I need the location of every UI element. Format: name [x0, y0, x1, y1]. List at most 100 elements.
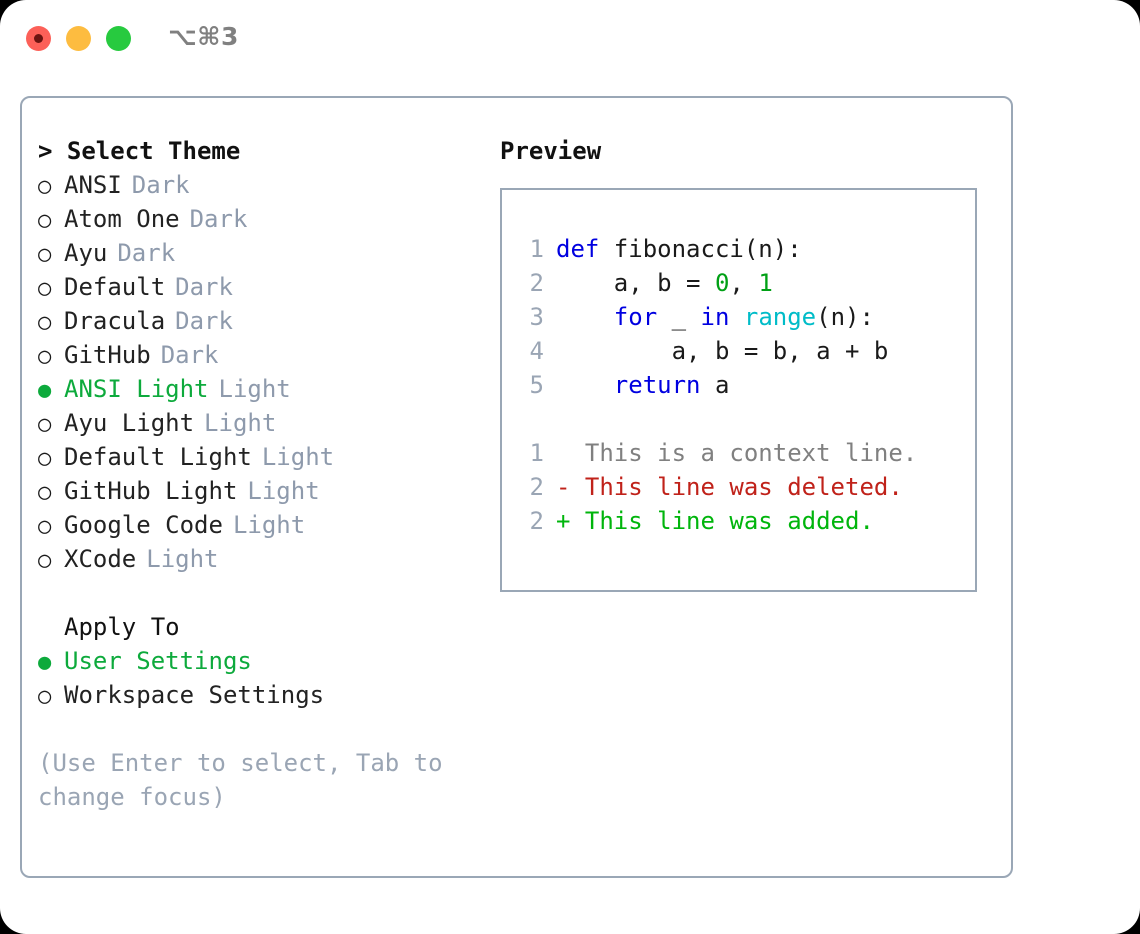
apply-option-user-settings[interactable]: ● User Settings	[38, 644, 478, 678]
radio-unselected-icon[interactable]: ○	[38, 684, 52, 709]
code-line: 5 return a	[518, 368, 917, 402]
apply-option-workspace-settings[interactable]: ○ Workspace Settings	[38, 678, 478, 712]
code-line: 3 for _ in range(n):	[518, 300, 917, 334]
keyboard-hint-text: (Use Enter to select, Tab to change focu…	[38, 749, 443, 811]
apply-option-name: User Settings	[64, 647, 252, 675]
theme-option-name: Ayu	[64, 239, 108, 267]
theme-selector-column: > Select Theme ○ANSI Dark○Atom One Dark○…	[38, 134, 478, 814]
diff-line: 2+ This line was added.	[518, 504, 917, 538]
theme-option-kind: Light	[146, 545, 219, 573]
code-token-plain: a	[700, 371, 730, 399]
theme-option-kind: Dark	[189, 205, 248, 233]
minimize-window-button[interactable]	[66, 26, 91, 51]
theme-option-name: Default	[64, 273, 166, 301]
radio-selected-icon[interactable]: ●	[38, 650, 52, 675]
theme-option-xcode[interactable]: ○XCode Light	[38, 542, 478, 576]
radio-unselected-icon[interactable]: ○	[38, 208, 52, 233]
close-window-button[interactable]	[26, 26, 51, 51]
theme-option-kind: Dark	[175, 307, 233, 335]
keyboard-shortcut-label: ⌥⌘3	[168, 22, 239, 51]
radio-selected-icon[interactable]: ●	[38, 378, 52, 403]
code-token-kw: in	[700, 303, 730, 331]
theme-option-github[interactable]: ○GitHub Dark	[38, 338, 478, 372]
theme-option-dracula[interactable]: ○Dracula Dark	[38, 304, 478, 338]
theme-option-ayu[interactable]: ○Ayu Dark	[38, 236, 478, 270]
radio-unselected-icon[interactable]: ○	[38, 446, 52, 471]
diff-line-text: This line was deleted.	[570, 473, 903, 501]
apply-to-list[interactable]: ● User Settings ○ Workspace Settings	[38, 644, 478, 712]
radio-unselected-icon[interactable]: ○	[38, 548, 52, 573]
spacer	[209, 372, 219, 406]
theme-option-name: Default Light	[64, 443, 252, 471]
preview-heading: Preview	[500, 137, 602, 165]
theme-option-kind: Dark	[175, 273, 233, 301]
code-token-plain: fibonacci(n):	[599, 235, 802, 263]
code-token-plain: ,	[729, 269, 759, 297]
spacer	[122, 168, 132, 202]
code-line: 4 a, b = b, a + b	[518, 334, 917, 368]
theme-option-default-light[interactable]: ○ Default Light Light	[38, 440, 478, 474]
code-line-number: 4	[529, 337, 544, 365]
radio-unselected-icon[interactable]: ○	[38, 276, 52, 301]
apply-option-name: Workspace Settings	[64, 681, 325, 709]
code-token-kw: def	[556, 235, 600, 263]
theme-option-kind: Light	[247, 477, 320, 505]
code-token-fn: range	[743, 303, 817, 331]
spacer	[107, 236, 117, 270]
code-token-plain: (n):	[816, 303, 874, 331]
spacer	[252, 440, 262, 474]
theme-option-default[interactable]: ○ Default Dark	[38, 270, 478, 304]
code-token-plain: a, b = b, a + b	[556, 337, 889, 365]
radio-unselected-icon[interactable]: ○	[38, 480, 52, 505]
code-token-num: 0	[714, 269, 730, 297]
code-blank-line	[518, 402, 917, 436]
theme-option-kind: Light	[232, 511, 306, 539]
theme-option-atom-one[interactable]: ○ Atom One Dark	[38, 202, 478, 236]
radio-unselected-icon[interactable]: ○	[38, 242, 52, 267]
title-bar: ⌥⌘3	[0, 0, 1140, 78]
code-line-content: for _ in range(n):	[556, 300, 874, 334]
spacer	[237, 474, 247, 508]
main-panel: > Select Theme ○ANSI Dark○Atom One Dark○…	[20, 96, 1013, 878]
maximize-window-button[interactable]	[106, 26, 131, 51]
theme-option-kind: Light	[261, 443, 335, 471]
code-token-plain	[556, 303, 614, 331]
radio-unselected-icon[interactable]: ○	[38, 514, 52, 539]
code-token-num: 1	[758, 269, 773, 297]
theme-option-google-code[interactable]: ○ Google Code Light	[38, 508, 478, 542]
code-token-plain	[729, 303, 743, 331]
theme-option-ansi-light[interactable]: ●ANSI Light Light	[38, 372, 478, 406]
theme-option-kind: Dark	[131, 171, 190, 199]
theme-option-name: Atom One	[64, 205, 180, 233]
radio-unselected-icon[interactable]: ○	[38, 344, 52, 369]
code-line-content: return a	[556, 368, 730, 402]
theme-option-github-light[interactable]: ○ GitHub Light Light	[38, 474, 478, 508]
theme-option-name: Google Code	[64, 511, 223, 539]
code-line-content: a, b = 0, 1	[556, 266, 773, 300]
spacer	[151, 338, 161, 372]
diff-marker	[556, 436, 570, 470]
diff-line-number: 2	[529, 507, 544, 535]
diff-marker: -	[556, 473, 571, 501]
radio-unselected-icon[interactable]: ○	[38, 174, 52, 199]
spacer	[194, 406, 204, 440]
code-token-kw: for	[613, 303, 658, 331]
apply-to-heading: Apply To	[64, 613, 180, 641]
theme-option-name: GitHub Light	[64, 477, 238, 505]
diff-line: 1 This is a context line.	[518, 436, 918, 470]
diff-marker: +	[556, 507, 571, 535]
theme-option-name: ANSI Light	[64, 375, 209, 403]
theme-list[interactable]: ○ ANSI Dark ○ Atom One Dark ○ Ayu Dark ○ Defaul…	[38, 168, 478, 576]
code-token-plain: a, b =	[556, 269, 715, 297]
radio-unselected-icon[interactable]: ○	[38, 310, 52, 335]
theme-option-ansi[interactable]: ○ ANSI Dark	[38, 168, 478, 202]
theme-option-ayu-light[interactable]: ○Ayu Light Light	[38, 406, 478, 440]
spacer	[165, 270, 175, 304]
radio-unselected-icon[interactable]: ○	[38, 412, 52, 437]
theme-option-name: ANSI	[64, 171, 122, 199]
